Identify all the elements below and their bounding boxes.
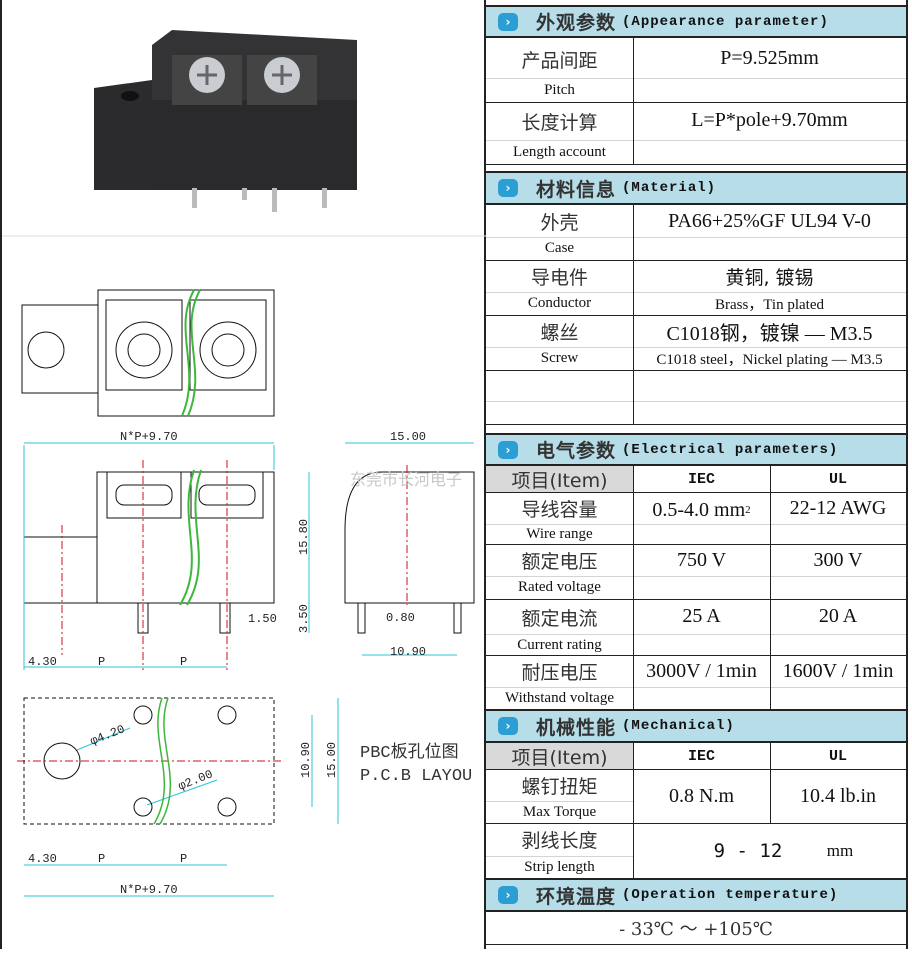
column-header-item: 项目(Item)	[511, 746, 608, 769]
section-header-appearance: ›外观参数(Appearance parameter)	[486, 5, 906, 38]
length-value: L=P*pole+9.70mm	[691, 108, 848, 131]
dim-width-label: 15.00	[390, 430, 426, 444]
rated-voltage-ul: 300 V	[813, 548, 863, 571]
pcb-total-label: N*P+9.70	[120, 883, 178, 897]
screw-value: C1018钢，镀镍 — M3.5	[666, 322, 873, 345]
row-label-zh: 额定电压	[521, 550, 598, 573]
row-label-en: Withstand voltage	[505, 689, 614, 706]
strip-length-value: 9 - 12	[713, 839, 783, 862]
section-header-material: ›材料信息(Material)	[486, 171, 906, 205]
torque-iec: 0.8 N.m	[669, 784, 734, 807]
pcb-width-label: 15.00	[325, 742, 339, 778]
withstand-voltage-iec: 3000V / 1min	[646, 659, 757, 682]
temperature-value: - 33℃ ～ +105℃	[619, 919, 773, 940]
center-lines	[17, 460, 408, 762]
row-label-en: Pitch	[544, 81, 575, 98]
row-label-en: Rated voltage	[518, 579, 601, 595]
row-label-zh: 螺钉扭矩	[521, 775, 598, 798]
row-label-en: Length account	[513, 143, 606, 160]
dim-pin-span-label: 10.90	[390, 645, 426, 659]
spec-table: ›外观参数(Appearance parameter) 产品间距 Pitch P…	[486, 0, 908, 949]
dim-pitch-label: P	[180, 655, 187, 669]
row-label-zh: 外壳	[540, 211, 579, 234]
row-label-zh: 螺丝	[540, 321, 579, 344]
column-header-ul: UL	[828, 470, 847, 488]
row-label-en: Max Torque	[522, 803, 597, 820]
screw-value-en: C1018 steel，Nickel plating — M3.5	[656, 352, 883, 368]
chevron-right-icon: ›	[498, 179, 518, 197]
dim-offset-label: 4.30	[28, 655, 57, 669]
product-photo	[94, 30, 357, 212]
current-rating-ul: 20 A	[818, 604, 858, 627]
row-label-zh: 导电件	[530, 266, 588, 289]
strip-length-unit: mm	[826, 840, 854, 860]
pcb-pitch-label: P	[98, 852, 105, 866]
dimension-lines	[23, 442, 474, 897]
dim-pitch-label: P	[98, 655, 105, 669]
column-header-item: 项目(Item)	[511, 469, 608, 492]
withstand-voltage-ul: 1600V / 1min	[782, 659, 894, 682]
hole-small-label: φ2.00	[176, 767, 215, 793]
dim-pin-width-label: 1.50	[248, 612, 277, 626]
pcb-title-zh: PBC板孔位图	[360, 742, 459, 763]
row-label-en: Wire range	[526, 525, 593, 542]
hole-big-label: φ4.20	[88, 722, 127, 748]
row-label-en: Strip length	[524, 858, 595, 875]
pcb-pitch-label: P	[180, 852, 187, 866]
row-label-zh: 长度计算	[521, 111, 598, 134]
current-rating-iec: 25 A	[682, 604, 721, 627]
rated-voltage-iec: 750 V	[676, 548, 727, 571]
row-label-zh: 额定电流	[521, 607, 598, 630]
row-label-zh: 导线容量	[521, 498, 598, 521]
row-label-en: Current rating	[517, 636, 602, 653]
chevron-right-icon: ›	[498, 717, 518, 735]
pcb-pin-span-label: 10.90	[299, 742, 313, 778]
column-header-iec: IEC	[687, 747, 715, 765]
torque-ul: 10.4 lb.in	[799, 784, 877, 807]
pcb-offset-label: 4.30	[28, 852, 57, 866]
row-label-zh: 耐压电压	[521, 661, 598, 684]
row-label-en: Case	[544, 240, 575, 256]
dim-total-label: N*P+9.70	[120, 430, 178, 444]
dim-pin-length-label: 3.50	[297, 604, 311, 633]
row-label-en: Conductor	[527, 295, 592, 311]
chevron-right-icon: ›	[498, 12, 518, 31]
dim-pin-thickness-label: 0.80	[386, 611, 415, 625]
chevron-right-icon: ›	[498, 886, 518, 904]
dim-height-label: 15.80	[297, 519, 311, 555]
section-header-electrical: ›电气参数(Electrical parameters)	[486, 433, 906, 466]
drawing-panel: N*P+9.70 15.00 15.80 3.50 1.50 0.80 10.9…	[0, 0, 486, 949]
watermark: 东莞市长河电子	[350, 471, 462, 490]
pitch-value: P=9.525mm	[720, 46, 819, 69]
top-view	[21, 289, 275, 417]
row-label-zh: 剥线长度	[521, 830, 598, 852]
column-header-ul: UL	[828, 747, 847, 765]
row-label-zh: 产品间距	[521, 49, 598, 72]
case-value: PA66+25%GF UL94 V-0	[668, 209, 871, 232]
conductor-value-en: Brass，Tin plated	[714, 297, 825, 313]
section-header-mechanical: ›机械性能(Mechanical)	[486, 709, 906, 743]
wire-range-ul: 22-12 AWG	[789, 496, 887, 519]
pcb-holes	[43, 697, 237, 825]
row-label-en: Screw	[540, 350, 579, 366]
chevron-right-icon: ›	[498, 440, 518, 459]
conductor-value: 黄铜, 镀锡	[725, 266, 814, 289]
column-header-iec: IEC	[687, 470, 715, 488]
pcb-title-en: P.C.B LAYOU	[360, 767, 472, 786]
technical-drawing: N*P+9.70 15.00 15.80 3.50 1.50 0.80 10.9…	[2, 30, 486, 897]
section-header-temperature: ›环境温度(Operation temperature)	[486, 878, 906, 912]
